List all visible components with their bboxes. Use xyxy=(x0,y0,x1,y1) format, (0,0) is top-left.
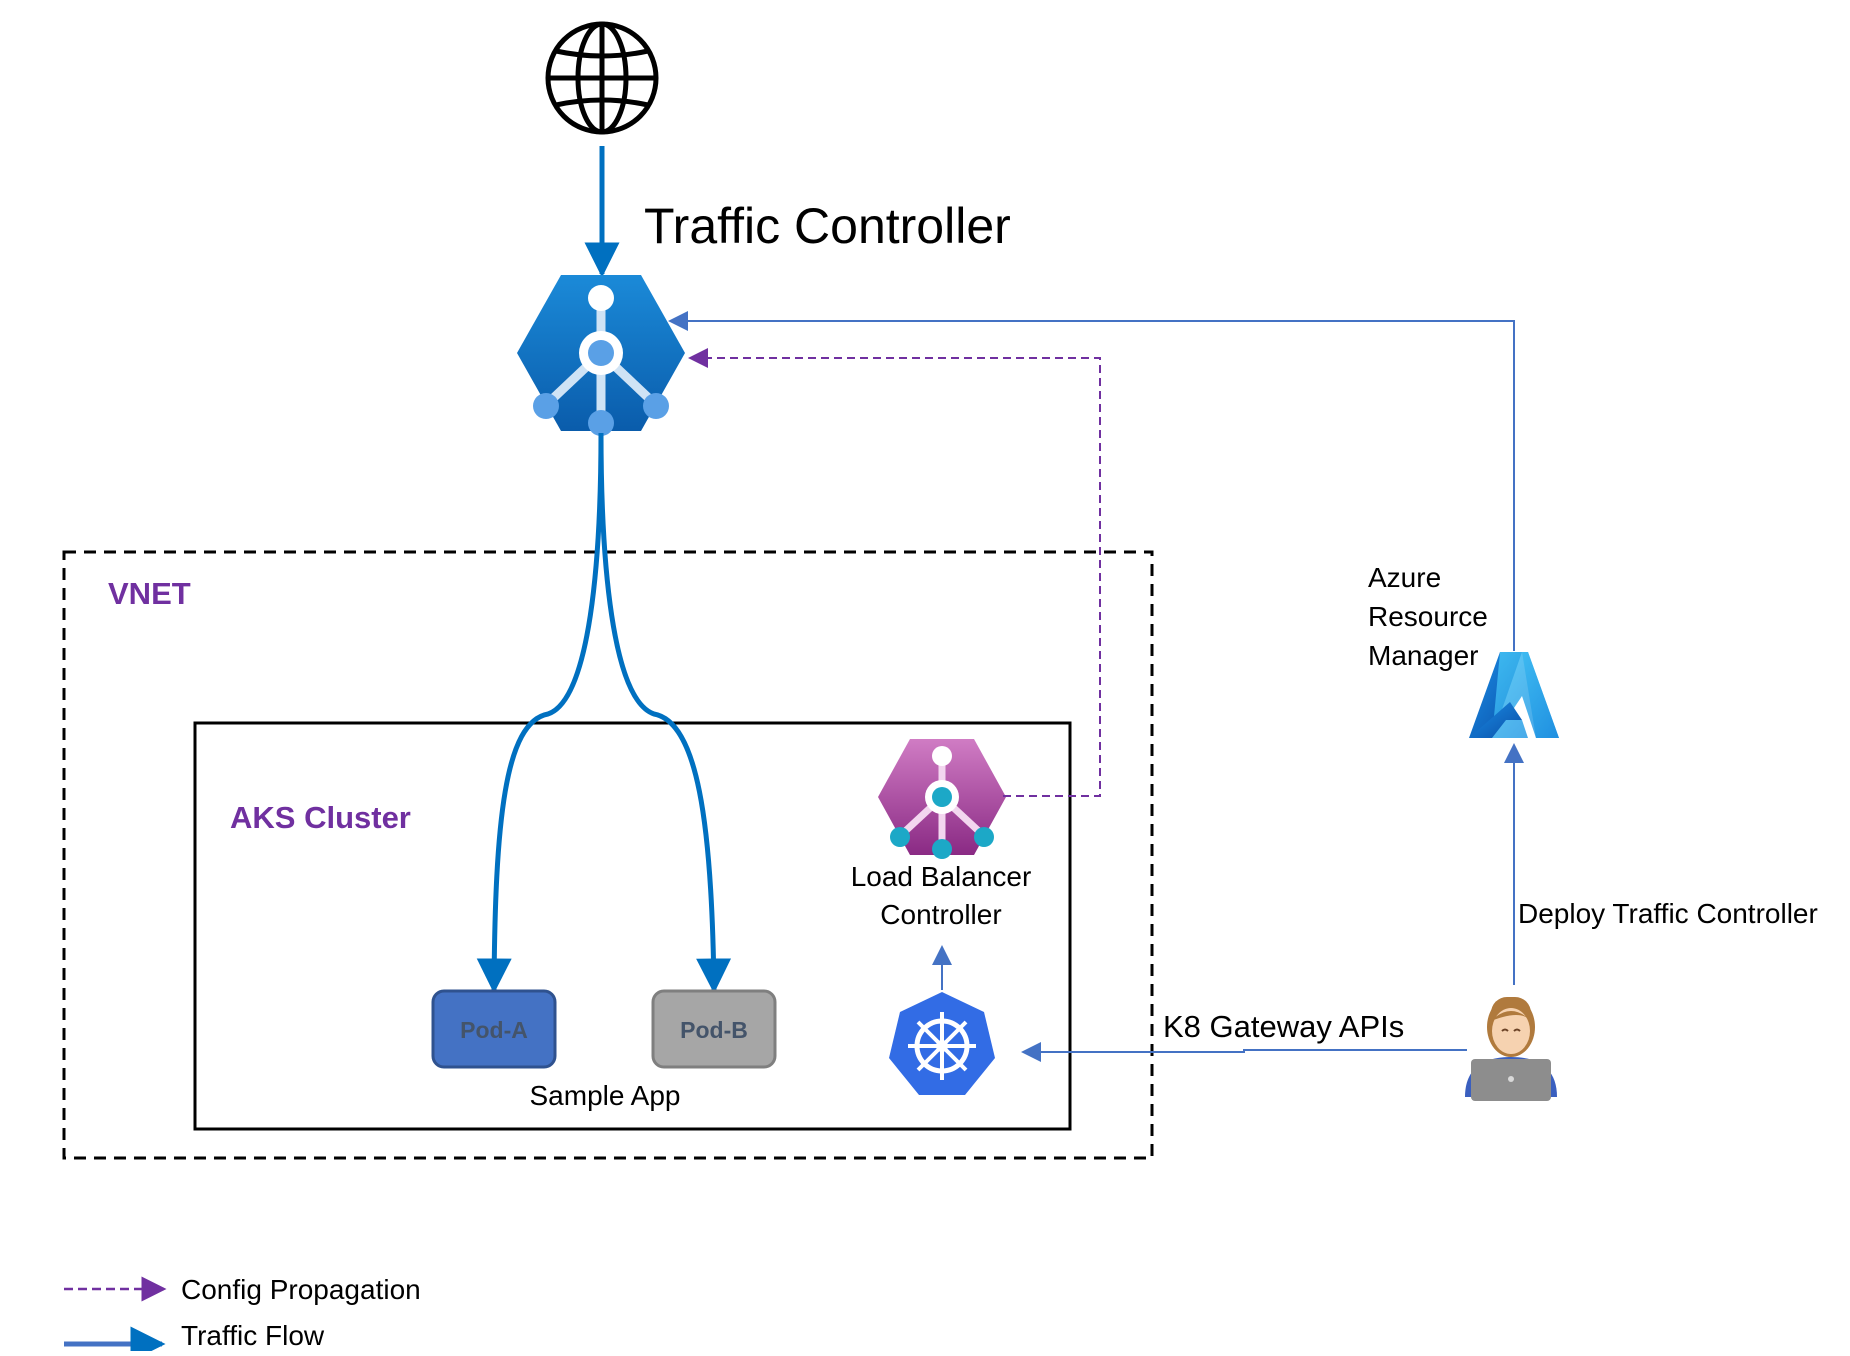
vnet-boundary xyxy=(62,550,1154,1160)
pod-b-label: Pod-B xyxy=(680,1017,748,1043)
arm-label-line1: Azure xyxy=(1368,562,1441,593)
arm-label-line3: Manager xyxy=(1368,640,1479,671)
pod-b xyxy=(651,989,777,1069)
arm-to-traffic-controller-arrow xyxy=(668,311,1515,651)
load-balancer-controller-icon xyxy=(878,739,1006,859)
developer-icon xyxy=(1465,997,1557,1101)
traffic-flow-to-pod-a xyxy=(476,432,604,994)
load-balancer-controller-label-line1: Load Balancer xyxy=(851,861,1032,892)
kubernetes-icon xyxy=(889,992,995,1095)
k8-gateway-apis-label: K8 Gateway APIs xyxy=(1163,1009,1404,1044)
pod-a xyxy=(431,989,557,1069)
legend: Config Propagation Traffic Flow xyxy=(64,1274,421,1356)
vnet-label: VNET xyxy=(108,576,191,611)
aks-cluster-boundary xyxy=(193,721,1072,1131)
legend-config-label: Config Propagation xyxy=(181,1274,421,1305)
globe-icon xyxy=(545,21,659,135)
azure-icon xyxy=(1469,652,1559,738)
sample-app-label: Sample App xyxy=(530,1080,681,1111)
config-propagation-arrow xyxy=(688,348,1101,797)
traffic-controller-title: Traffic Controller xyxy=(644,198,1011,254)
traffic-flow-to-pod-b xyxy=(598,432,732,994)
arm-label-line2: Resource xyxy=(1368,601,1488,632)
user-to-kubernetes-arrow xyxy=(1021,1042,1467,1062)
legend-traffic-label: Traffic Flow xyxy=(181,1320,325,1351)
pod-a-label: Pod-A xyxy=(460,1017,528,1043)
traffic-controller-icon xyxy=(517,275,685,436)
deploy-traffic-controller-label: Deploy Traffic Controller xyxy=(1518,898,1818,929)
aks-cluster-label: AKS Cluster xyxy=(230,800,411,835)
load-balancer-controller-label-line2: Controller xyxy=(880,899,1001,930)
